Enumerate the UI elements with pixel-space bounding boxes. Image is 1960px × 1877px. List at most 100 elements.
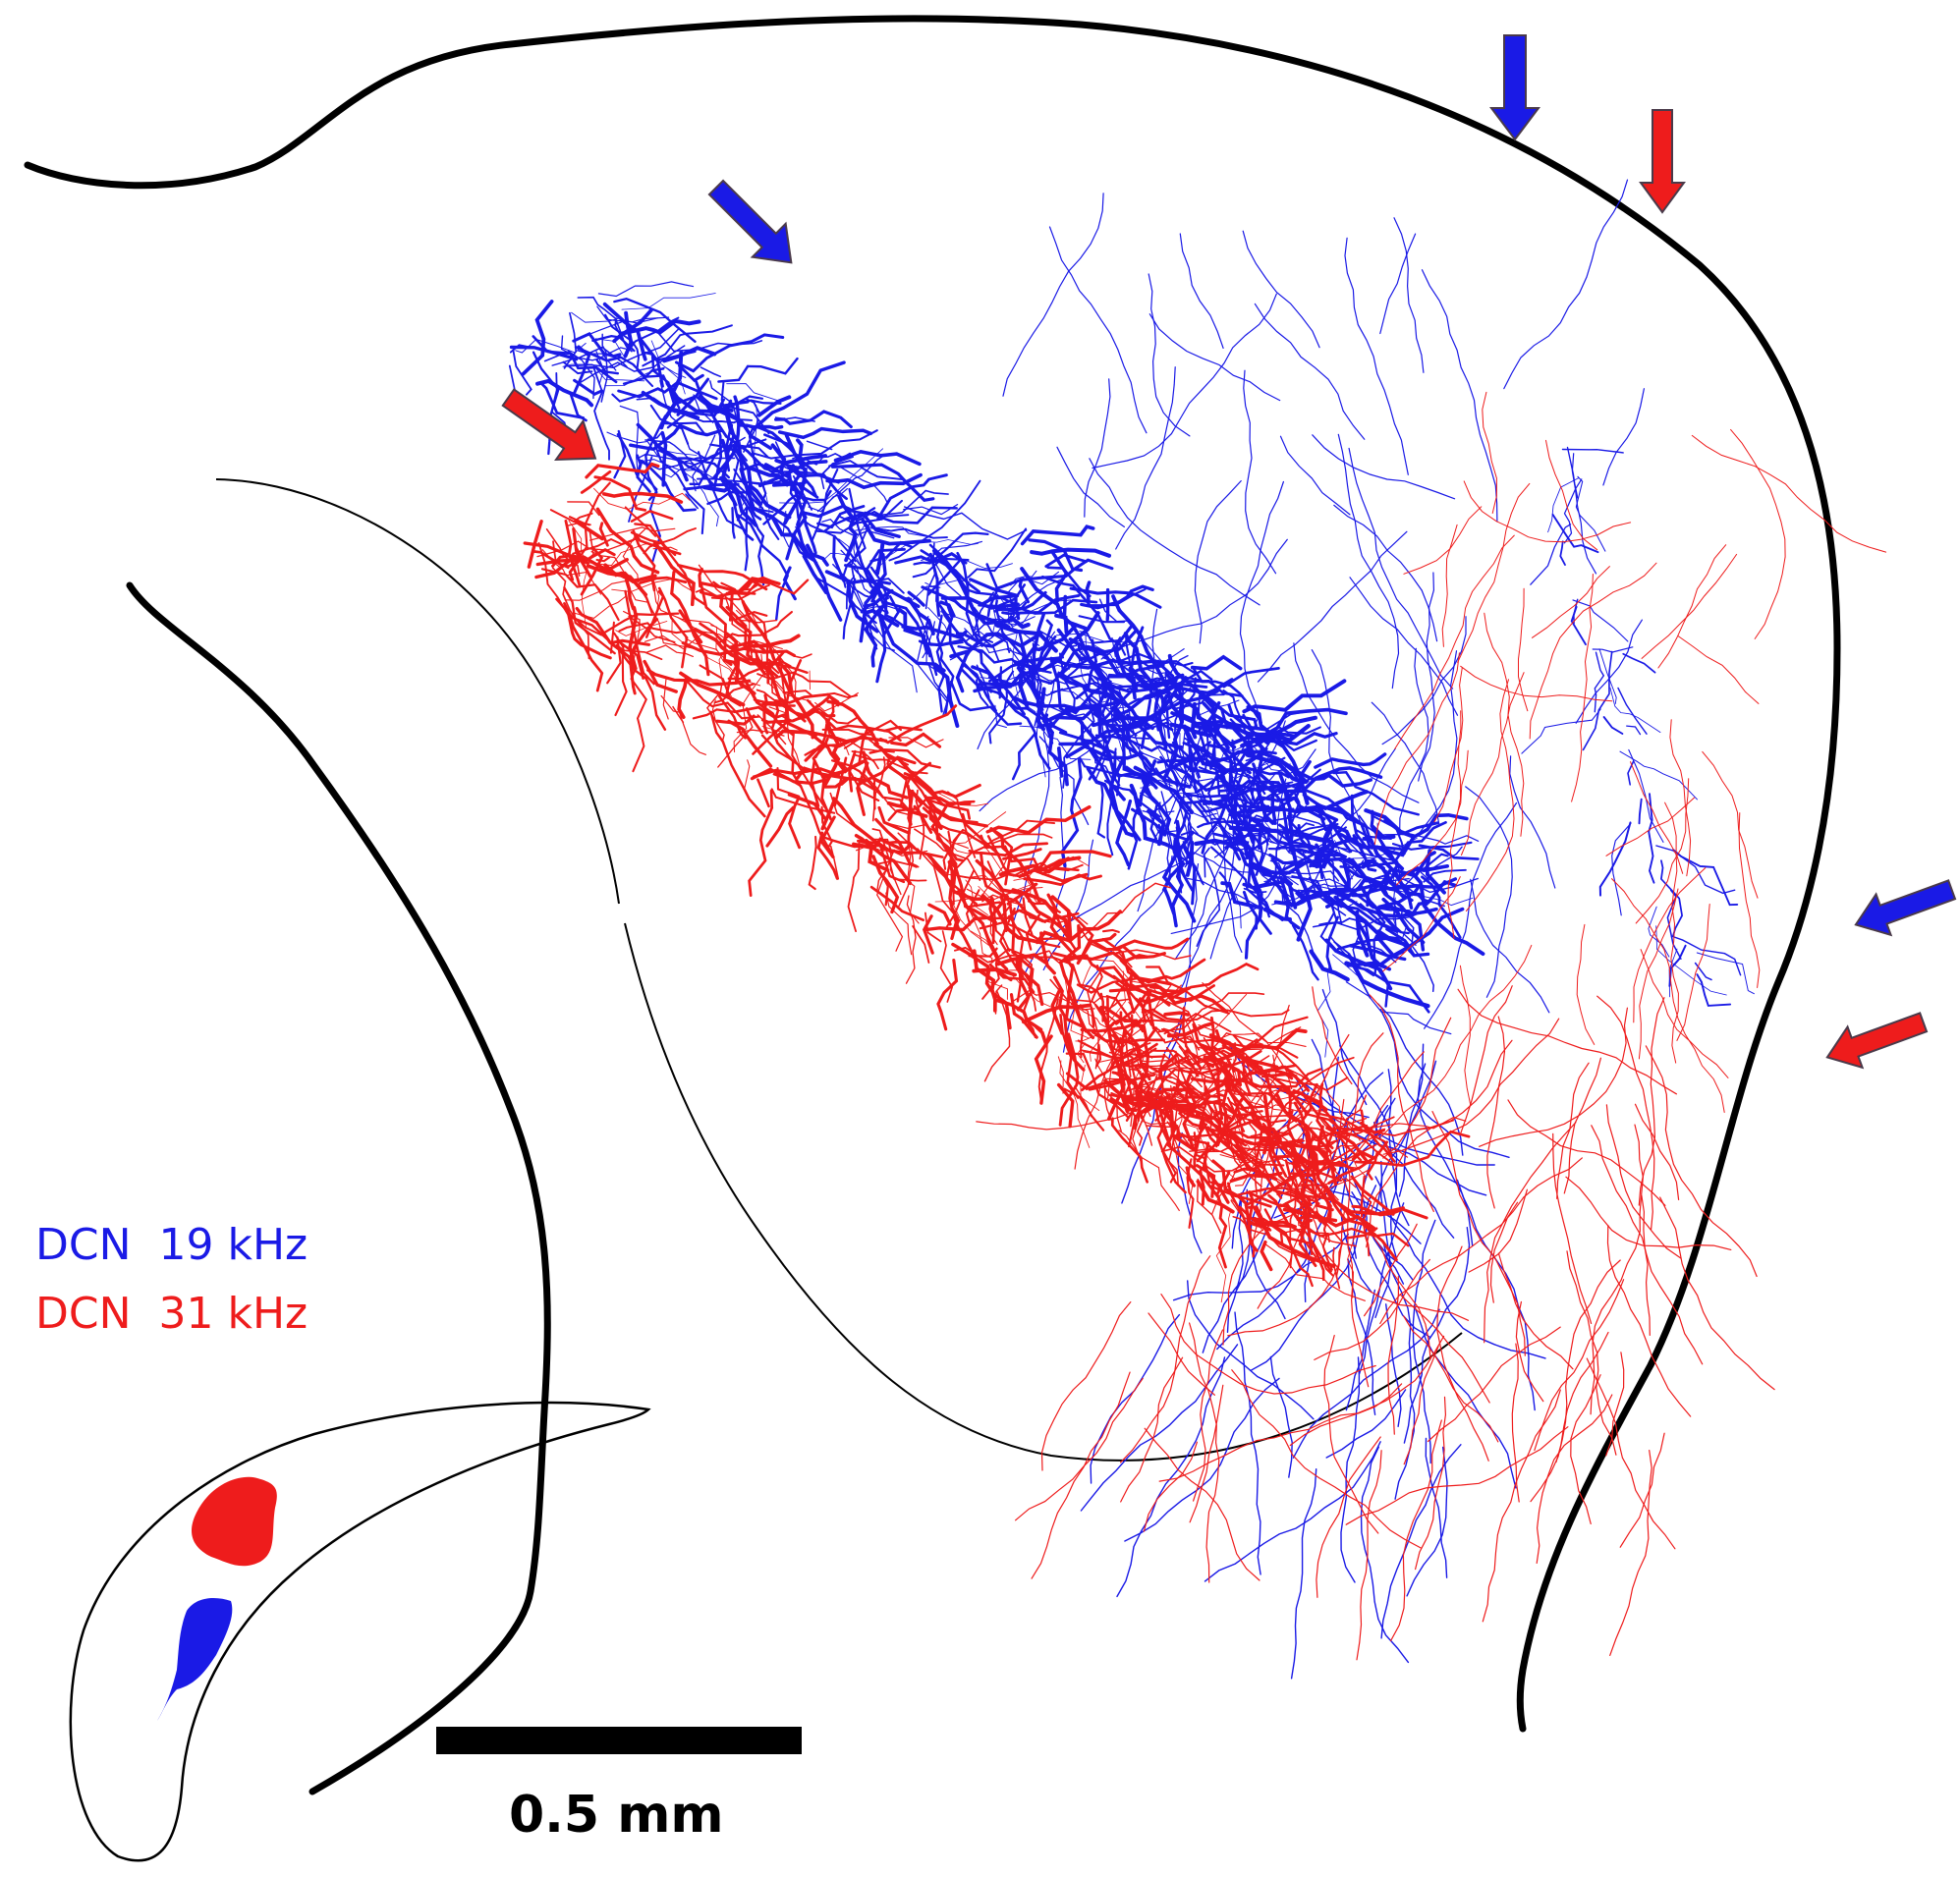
fiber <box>833 756 848 807</box>
fiber <box>1391 906 1417 946</box>
fiber <box>952 914 977 959</box>
fiber <box>1011 888 1073 944</box>
fiber <box>1304 747 1396 855</box>
fiber <box>1215 1209 1232 1303</box>
fiber <box>1575 475 1606 552</box>
fiber <box>588 526 676 541</box>
fiber <box>573 378 604 397</box>
fiber <box>1417 1063 1474 1246</box>
fiber <box>1566 446 1579 499</box>
fiber <box>1149 1019 1198 1023</box>
fiber <box>1571 453 1597 575</box>
fiber <box>851 750 879 770</box>
fiber <box>869 566 889 600</box>
fiber <box>1193 1121 1204 1170</box>
fiber <box>952 819 1056 872</box>
fiber <box>1382 1017 1452 1159</box>
fiber <box>1056 746 1064 778</box>
fiber <box>1171 792 1208 797</box>
fiber <box>848 749 857 793</box>
fiber <box>1023 873 1102 887</box>
fiber <box>1320 846 1363 878</box>
fiber <box>897 607 926 638</box>
fiber <box>574 317 658 341</box>
fiber <box>1058 690 1108 706</box>
fiber <box>849 563 905 594</box>
fiber <box>1145 1125 1199 1147</box>
fiber <box>1403 1315 1499 1443</box>
fiber <box>814 576 877 625</box>
fiber <box>868 747 941 769</box>
fiber <box>1360 885 1400 933</box>
fiber <box>1196 855 1220 947</box>
fiber <box>837 494 858 563</box>
fiber <box>728 588 734 622</box>
fiber <box>1347 1222 1360 1298</box>
fiber <box>1395 749 1469 886</box>
fiber <box>753 429 878 460</box>
fiber <box>1078 646 1093 695</box>
fiber <box>535 378 594 408</box>
fiber <box>1046 893 1080 961</box>
fiber <box>1161 1027 1299 1059</box>
fiber <box>1382 1241 1416 1500</box>
fiber <box>922 914 934 955</box>
fiber <box>1627 760 1635 786</box>
fiber <box>1079 757 1146 781</box>
fiber <box>603 563 624 578</box>
fiber <box>750 634 801 648</box>
fiber <box>644 644 695 658</box>
fiber <box>1347 953 1430 1014</box>
fiber <box>1307 1206 1470 1321</box>
fiber <box>1013 989 1095 1011</box>
fiber <box>788 797 802 850</box>
fiber <box>1126 669 1213 706</box>
fiber <box>1497 1252 1574 1370</box>
fiber <box>814 691 859 712</box>
fiber <box>1314 1258 1430 1360</box>
fiber <box>1206 767 1221 805</box>
fiber <box>989 827 1041 905</box>
fiber <box>847 842 861 932</box>
fiber <box>1050 682 1117 699</box>
fiber <box>1381 616 1467 745</box>
fiber <box>1356 1450 1382 1661</box>
fiber <box>995 599 1072 626</box>
fiber <box>1278 875 1301 930</box>
fiber <box>1092 959 1168 995</box>
fiber <box>1346 961 1387 969</box>
fiber <box>939 930 954 1003</box>
fiber <box>1149 1049 1199 1077</box>
fiber <box>985 563 999 617</box>
fiber <box>659 379 707 460</box>
fiber <box>1547 477 1580 533</box>
fiber <box>1664 801 1679 1064</box>
fiber <box>954 946 1050 964</box>
fiber <box>1278 773 1295 845</box>
fiber <box>1655 925 1727 996</box>
fiber <box>1239 480 1284 720</box>
fiber <box>973 591 995 635</box>
fiber <box>1460 665 1613 702</box>
fiber <box>1346 1227 1378 1240</box>
fiber <box>1164 690 1219 712</box>
fiber <box>1343 1094 1368 1127</box>
fiber <box>956 551 983 647</box>
fiber <box>980 850 1011 899</box>
fiber <box>1024 826 1218 975</box>
fiber <box>585 543 662 567</box>
fiber <box>1236 786 1255 845</box>
fiber <box>1536 1394 1613 1564</box>
fiber <box>1148 273 1191 437</box>
fiber <box>1089 458 1260 606</box>
fiber <box>1153 694 1292 898</box>
fiber <box>1534 1279 1625 1452</box>
fiber <box>1300 1125 1369 1157</box>
fiber <box>935 597 954 713</box>
fiber <box>1582 650 1613 751</box>
fiber <box>1393 217 1425 373</box>
fiber <box>871 756 886 822</box>
fiber <box>1301 859 1365 896</box>
fiber <box>1380 944 1533 1137</box>
